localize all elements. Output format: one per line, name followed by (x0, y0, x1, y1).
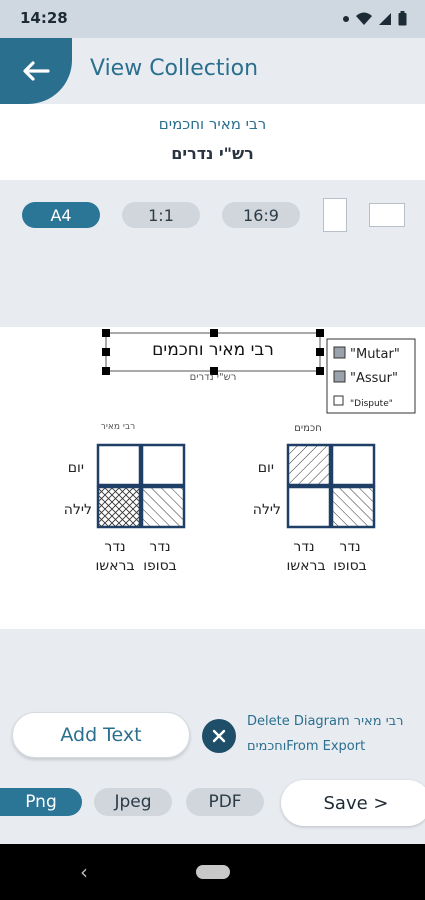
diagram-preview: רבי מאיר וחכמים רש"י נדרים "Mutar" "Assu… (0, 327, 425, 629)
left-grid-caption: רבי מאיר (101, 422, 135, 432)
legend-assur-swatch (333, 370, 346, 383)
left-col-sublabel-1: בראשו (95, 558, 134, 574)
diagram-subtitle: רש"י נדרים (190, 372, 237, 383)
aspect-1-1-button[interactable]: 1:1 (122, 202, 200, 228)
collection-subtitle: רש"י נדרים (171, 144, 254, 163)
legend-dispute: "Dispute" (350, 399, 393, 409)
battery-icon (398, 11, 407, 26)
diagram-legend: "Mutar" "Assur" "Dispute" (326, 338, 416, 414)
cell-signal-icon (379, 12, 391, 25)
left-col-label-1: נדר (104, 539, 125, 555)
status-time: 14:28 (20, 9, 68, 27)
add-text-button[interactable]: Add Text (12, 712, 190, 758)
right-col-sublabel-1: בראשו (286, 558, 325, 574)
export-format-row: Png Jpeg PDF Save > (0, 778, 425, 828)
nav-back-icon[interactable]: ‹ (80, 860, 88, 884)
right-grid: חכמים יום לילה נדר נדר בראשו בסופו (253, 423, 376, 574)
portrait-orientation-button[interactable] (323, 198, 347, 232)
left-row-label-day: יום (68, 460, 84, 476)
wifi-icon (356, 12, 372, 25)
aspect-16-9-button[interactable]: 16:9 (222, 202, 300, 228)
collection-card: רבי מאיר וחכמים רש"י נדרים (0, 104, 425, 180)
diagram-title: רבי מאיר וחכמים (152, 340, 274, 360)
format-pdf-button[interactable]: PDF (186, 788, 264, 816)
diagram-title-box[interactable] (102, 329, 324, 375)
delete-diagram-link[interactable]: Delete Diagram רבי מאיר וחכמיםFrom Expor… (247, 709, 419, 759)
format-jpeg-button[interactable]: Jpeg (94, 788, 172, 816)
landscape-orientation-button[interactable] (369, 203, 405, 227)
left-grid: רבי מאיר יום לילה נדר נדר בראשו בסופו (64, 422, 186, 574)
diagram-actions: Add Text Delete Diagram רבי מאיר וחכמיםF… (0, 700, 425, 770)
left-col-label-2: נדר (149, 539, 170, 555)
right-row-label-day: יום (258, 460, 274, 476)
resize-handles[interactable] (102, 329, 324, 375)
legend-mutar-swatch (333, 346, 346, 359)
collection-name: רבי מאיר וחכמים (158, 115, 267, 133)
left-col-sublabel-2: בסופו (143, 558, 177, 574)
arrow-left-icon (23, 61, 50, 81)
legend-assur: "Assur" (350, 371, 398, 386)
right-grid-caption: חכמים (294, 423, 322, 434)
system-nav-bar: ‹ (0, 844, 425, 900)
status-bar: 14:28 (0, 0, 425, 38)
right-row-label-night: לילה (253, 502, 281, 518)
signal-dot-icon (343, 15, 349, 22)
close-icon (212, 729, 226, 743)
aspect-a4-button[interactable]: A4 (22, 202, 100, 228)
aspect-ratio-selector: A4 1:1 16:9 (0, 196, 425, 236)
legend-mutar: "Mutar" (350, 347, 400, 362)
page-title: View Collection (90, 56, 259, 81)
format-png-button[interactable]: Png (0, 788, 82, 816)
right-col-sublabel-2: בסופו (333, 558, 367, 574)
save-button[interactable]: Save > (281, 780, 425, 826)
app-header: View Collection (0, 38, 425, 104)
status-icons (342, 11, 407, 26)
back-button[interactable] (0, 38, 72, 104)
right-col-label-1: נדר (293, 539, 314, 555)
nav-home-pill[interactable] (196, 865, 230, 879)
legend-dispute-swatch (333, 395, 344, 406)
delete-diagram-line1: Delete Diagram רבי מאיר (247, 714, 404, 729)
delete-diagram-line2: וחכמיםFrom Export (247, 739, 366, 754)
left-row-label-night: לילה (64, 502, 92, 518)
delete-diagram-button[interactable] (202, 719, 236, 753)
right-col-label-2: נדר (339, 539, 360, 555)
diagram-svg: רבי מאיר וחכמים רש"י נדרים "Mutar" "Assu… (64, 329, 416, 574)
